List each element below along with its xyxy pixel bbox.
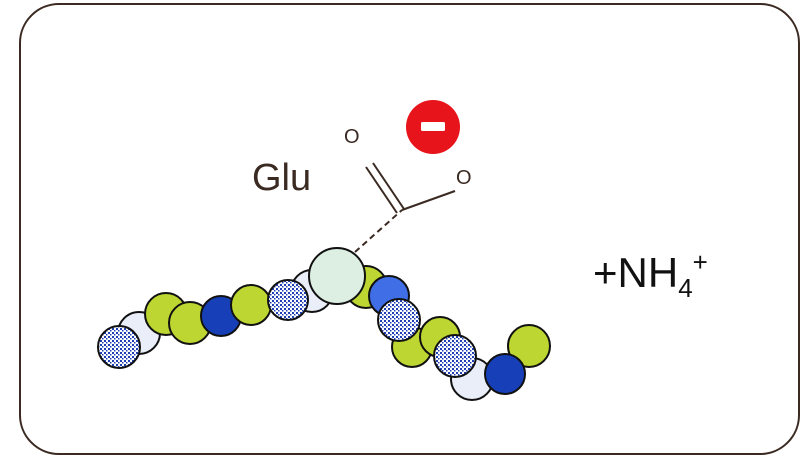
side-chain-bond <box>354 209 403 253</box>
glu-bead <box>308 247 366 305</box>
single-bond <box>401 190 456 211</box>
oxygen-right-label: O <box>456 167 472 189</box>
carboxylate-group: O O Glu <box>252 100 472 253</box>
glu-label: Glu <box>252 157 311 199</box>
bead-dotted <box>433 334 477 378</box>
bead-dotted <box>97 325 141 369</box>
ammonium-charge: + <box>692 247 708 277</box>
bead-navy <box>484 353 526 395</box>
minus-circle-icon <box>406 100 460 154</box>
ammonium-subscript: 4 <box>678 273 693 303</box>
ammonium-formula: +NH <box>593 249 679 296</box>
double-bond-line-1 <box>372 162 405 210</box>
double-bond-line-2 <box>365 166 398 214</box>
bead-lime <box>507 324 551 368</box>
diagram-frame <box>19 3 800 455</box>
ammonium-ion-label: +NH4+ <box>593 249 708 301</box>
bead-dotted <box>267 279 309 321</box>
bead-lime <box>230 284 272 326</box>
bead-dotted <box>377 298 421 342</box>
oxygen-top-label: O <box>344 126 360 148</box>
bead-chain <box>97 247 551 401</box>
